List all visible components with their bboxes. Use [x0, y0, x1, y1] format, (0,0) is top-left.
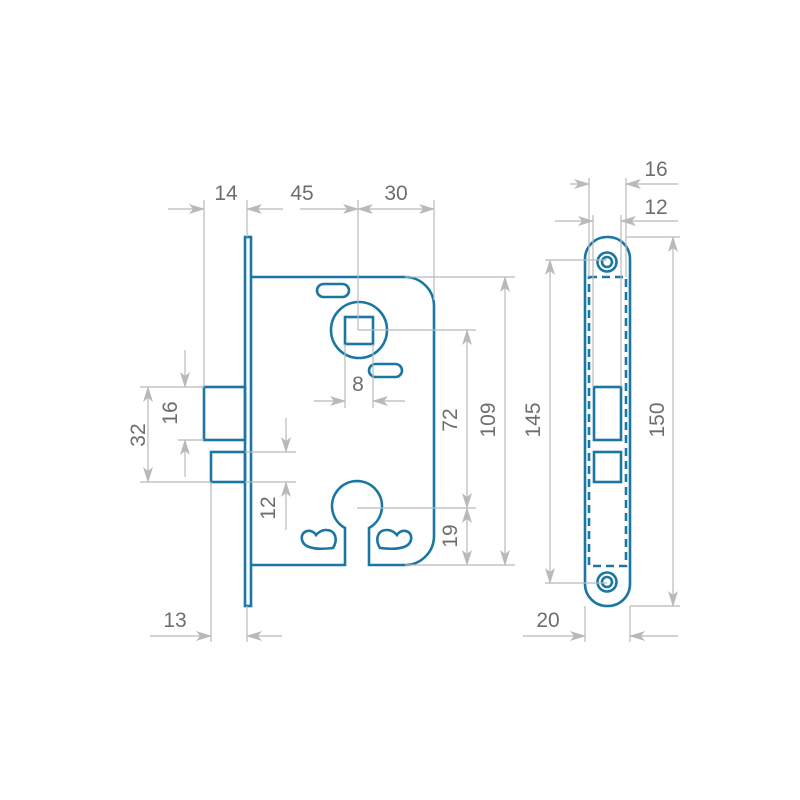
dim-32: 32 [127, 423, 150, 446]
screw-hole-bottom-inner [600, 575, 614, 589]
heart-hole-right [376, 528, 413, 551]
dim-45: 45 [290, 182, 313, 205]
dim-13: 13 [163, 609, 186, 632]
dim-20: 20 [536, 609, 559, 632]
lock-body [202, 235, 436, 608]
latch-opening [592, 385, 623, 442]
deadbolt-opening [592, 450, 623, 484]
dim-72: 72 [439, 408, 462, 431]
strike-dimensions: 16 12 145 150 20 [522, 158, 680, 642]
dim-30: 30 [384, 182, 407, 205]
strike-plate [583, 235, 632, 608]
mounting-slot-top [315, 282, 351, 299]
mounting-slot-bottom [367, 362, 404, 379]
heart-hole-left [300, 528, 337, 551]
dim-16: 16 [159, 401, 182, 424]
dim-12-deadbolt: 12 [257, 496, 280, 519]
dim-14: 14 [214, 182, 238, 205]
dim-19: 19 [439, 524, 462, 547]
latch-bolt [202, 385, 247, 442]
screw-hole-top [596, 251, 618, 273]
dim-145: 145 [522, 402, 545, 437]
dim-8: 8 [352, 373, 364, 396]
dim-16-strike: 16 [644, 158, 667, 181]
screw-hole-top-inner [600, 255, 614, 269]
strike-plate-outline [583, 235, 632, 608]
lock-case-outline [251, 275, 436, 567]
deadbolt [209, 450, 247, 484]
strike-hidden-outline [587, 275, 628, 568]
dim-109: 109 [477, 402, 500, 437]
dim-12-strike: 12 [644, 196, 667, 219]
screw-hole-bottom [596, 571, 618, 593]
dim-150: 150 [646, 402, 669, 437]
lock-dimensions: 14 45 30 32 16 12 8 72 19 [127, 182, 515, 642]
